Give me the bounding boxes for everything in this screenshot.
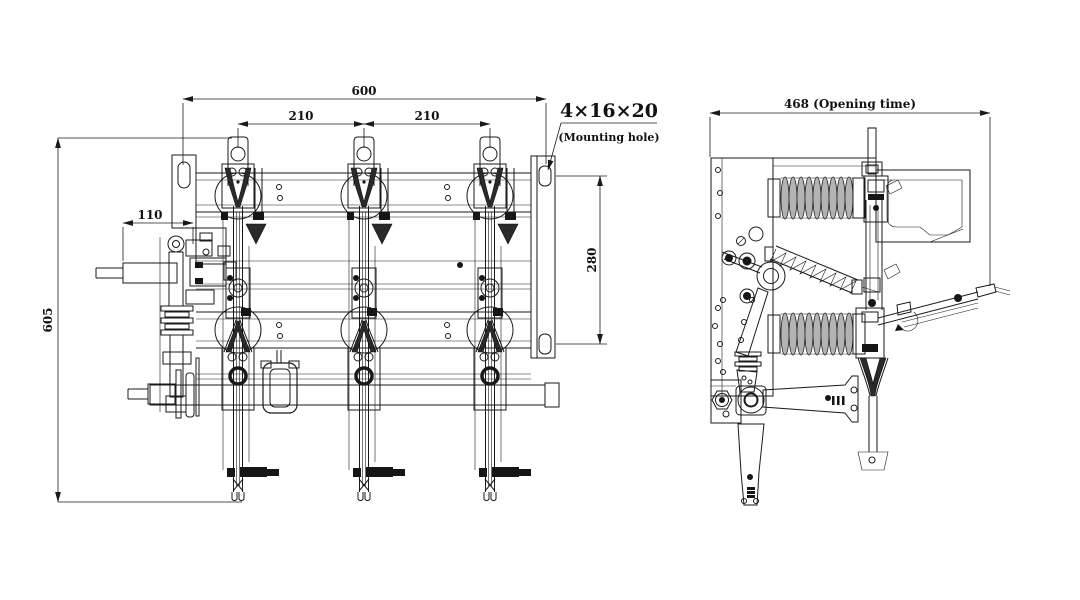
interlock-rod (877, 283, 1011, 332)
output-shaft-arm (711, 375, 859, 506)
lower-insulator-bellows (767, 307, 889, 471)
mounting-hole-top (538, 165, 552, 187)
operating-lever (721, 250, 786, 393)
cover-panel (875, 169, 971, 243)
side-frame (710, 157, 876, 424)
dim-mount-hole-spacing-label: 280 (585, 247, 599, 272)
dim-depth: 468 (Opening time) (709, 97, 991, 286)
switch-arm (863, 200, 901, 310)
dim-overall-height-label: 605 (41, 307, 55, 332)
stirrup-bracket (260, 350, 300, 414)
front-frame (95, 154, 560, 419)
upper-insulator-bellows (767, 127, 903, 223)
drive-mechanism (159, 227, 237, 413)
mounting-hole-bottom (538, 333, 552, 355)
dim-pole-pitch: 210 210 (237, 109, 491, 148)
dim-shaft-offset-label: 110 (137, 208, 162, 222)
mounting-hole-size-label: 4×16×20 (560, 100, 658, 122)
main-spring (764, 245, 879, 295)
mounting-hole-callout: 4×16×20 (Mounting hole) (547, 100, 660, 171)
dim-pole-pitch-right-label: 210 (414, 109, 439, 123)
rotation-arrow (900, 311, 919, 332)
dim-mount-hole-spacing: 280 (556, 175, 607, 345)
dim-overall-width-label: 600 (351, 84, 376, 98)
dim-overall-width: 600 (182, 84, 547, 165)
dim-overall-height: 605 (41, 137, 242, 503)
dim-shaft-offset: 110 (122, 208, 194, 261)
dim-pole-pitch-left-label: 210 (288, 109, 313, 123)
side-view: 468 (Opening time) (709, 97, 1011, 506)
mounting-hole-note-label: (Mounting hole) (558, 131, 659, 144)
front-view: 600 210 210 110 605 (41, 84, 660, 503)
dim-depth-label: 468 (Opening time) (784, 97, 916, 111)
